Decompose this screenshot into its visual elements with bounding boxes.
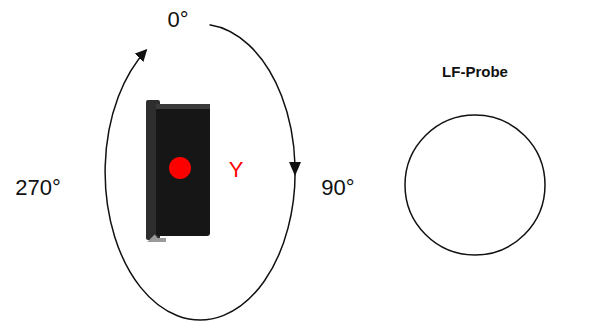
device-body	[156, 104, 210, 236]
rotation-ellipse	[105, 25, 295, 320]
angle-label: 90°	[321, 177, 354, 199]
axis-label: Y	[229, 159, 244, 181]
angle-label: 270°	[15, 177, 61, 199]
probe-circle-outline	[405, 115, 545, 255]
device-top-edge	[156, 104, 210, 109]
sensor-device	[146, 100, 210, 240]
probe-label: LF-Probe	[403, 63, 547, 81]
angle-label: 0°	[167, 9, 188, 31]
probe-outline	[403, 113, 547, 257]
rotation-arrowhead	[289, 162, 301, 176]
device-cable	[152, 236, 166, 240]
axis-dot	[169, 157, 191, 179]
probe-circle: LF-Probe	[403, 63, 547, 257]
